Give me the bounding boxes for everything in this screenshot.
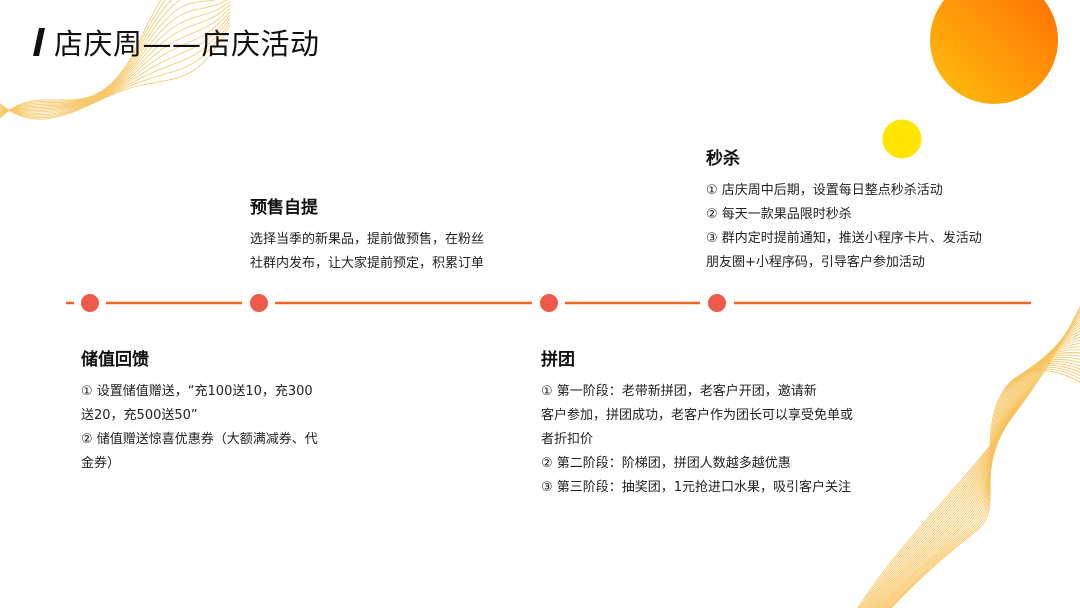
wave-line bbox=[0, 0, 230, 112]
wave-line bbox=[0, 0, 217, 115]
title-area: 店庆周——店庆活动 bbox=[33, 22, 320, 62]
wave-line bbox=[889, 368, 1080, 608]
wave-line bbox=[0, 0, 162, 119]
section-presale-line: 社群内发布，让大家提前预定，积累订单 bbox=[250, 256, 485, 271]
section-group-line: ② 第二阶段：阶梯团，拼团人数越多越优惠 bbox=[541, 456, 791, 471]
section-flash-line: ① 店庆周中后期，设置每日整点秒杀活动 bbox=[706, 183, 943, 198]
timeline-node-flash bbox=[708, 294, 726, 312]
page-title: 店庆周——店庆活动 bbox=[54, 27, 320, 61]
wave-line bbox=[0, 4, 230, 111]
wave-line bbox=[0, 0, 228, 113]
section-flash-line: 朋友圈+小程序码，引导客户参加活动 bbox=[706, 255, 925, 270]
section-stored-title: 储值回馈 bbox=[81, 350, 149, 370]
section-group-line: ① 第一阶段：老带新拼团，老客户开团，邀请新 bbox=[541, 384, 817, 399]
section-group-line: 者折扣价 bbox=[541, 432, 594, 447]
section-stored-line: 金券） bbox=[81, 456, 121, 471]
wave-line bbox=[0, 0, 166, 118]
section-flash-sale: 秒杀 ① 店庆周中后期，设置每日整点秒杀活动 ② 每天一款果品限时秒杀 ③ 群内… bbox=[706, 144, 982, 275]
wave-line bbox=[0, 10, 230, 114]
section-presale: 预售自提 选择当季的新果品，提前做预售，在粉丝 社群内发布，让大家提前预定，积累… bbox=[250, 193, 484, 276]
section-presale-title: 预售自提 bbox=[250, 198, 318, 218]
section-group-line: ③ 第三阶段：抽奖团，1元抢进口水果，吸引客户关注 bbox=[541, 480, 852, 495]
wave-line bbox=[0, 14, 230, 116]
section-stored-line: ② 储值赠送惊喜优惠券（大额满减券、代 bbox=[81, 432, 318, 447]
wave-line bbox=[885, 363, 1080, 608]
timeline-node-group bbox=[540, 294, 558, 312]
wave-line bbox=[0, 0, 182, 116]
wave-line bbox=[0, 24, 230, 120]
section-flash-line: ③ 群内定时提前通知，推送小程序卡片、发活动 bbox=[706, 231, 982, 246]
section-stored-line: 送20，充500送50” bbox=[81, 408, 198, 423]
section-group-buy: 拼团 ① 第一阶段：老带新拼团，老客户开团，邀请新 客户参加，拼团成功，老客户作… bbox=[541, 345, 853, 500]
section-presale-line: 选择当季的新果品，提前做预售，在粉丝 bbox=[250, 232, 485, 247]
orange-circle bbox=[930, 0, 1058, 104]
wave-line bbox=[0, 20, 230, 119]
section-stored-value: 储值回馈 ① 设置储值赠送，“充100送10，充300 送20，充500送50”… bbox=[81, 345, 318, 476]
section-group-line: 客户参加，拼团成功，老客户作为团长可以享受免单或 bbox=[541, 408, 854, 423]
section-flash-line: ② 每天一款果品限时秒杀 bbox=[706, 207, 852, 222]
timeline-node-stored bbox=[81, 294, 99, 312]
wave-line bbox=[0, 0, 172, 117]
wave-lines-bottom-right bbox=[857, 306, 1080, 608]
timeline-node-presale bbox=[250, 294, 268, 312]
section-stored-line: ① 设置储值赠送，“充100送10，充300 bbox=[81, 384, 313, 399]
section-flash-title: 秒杀 bbox=[706, 149, 740, 169]
wave-line bbox=[0, 17, 230, 117]
wave-line bbox=[890, 370, 1080, 608]
wave-lines-top-left bbox=[0, 0, 230, 120]
wave-line bbox=[0, 7, 230, 113]
section-group-title: 拼团 bbox=[541, 350, 575, 370]
yellow-circle bbox=[882, 119, 922, 159]
